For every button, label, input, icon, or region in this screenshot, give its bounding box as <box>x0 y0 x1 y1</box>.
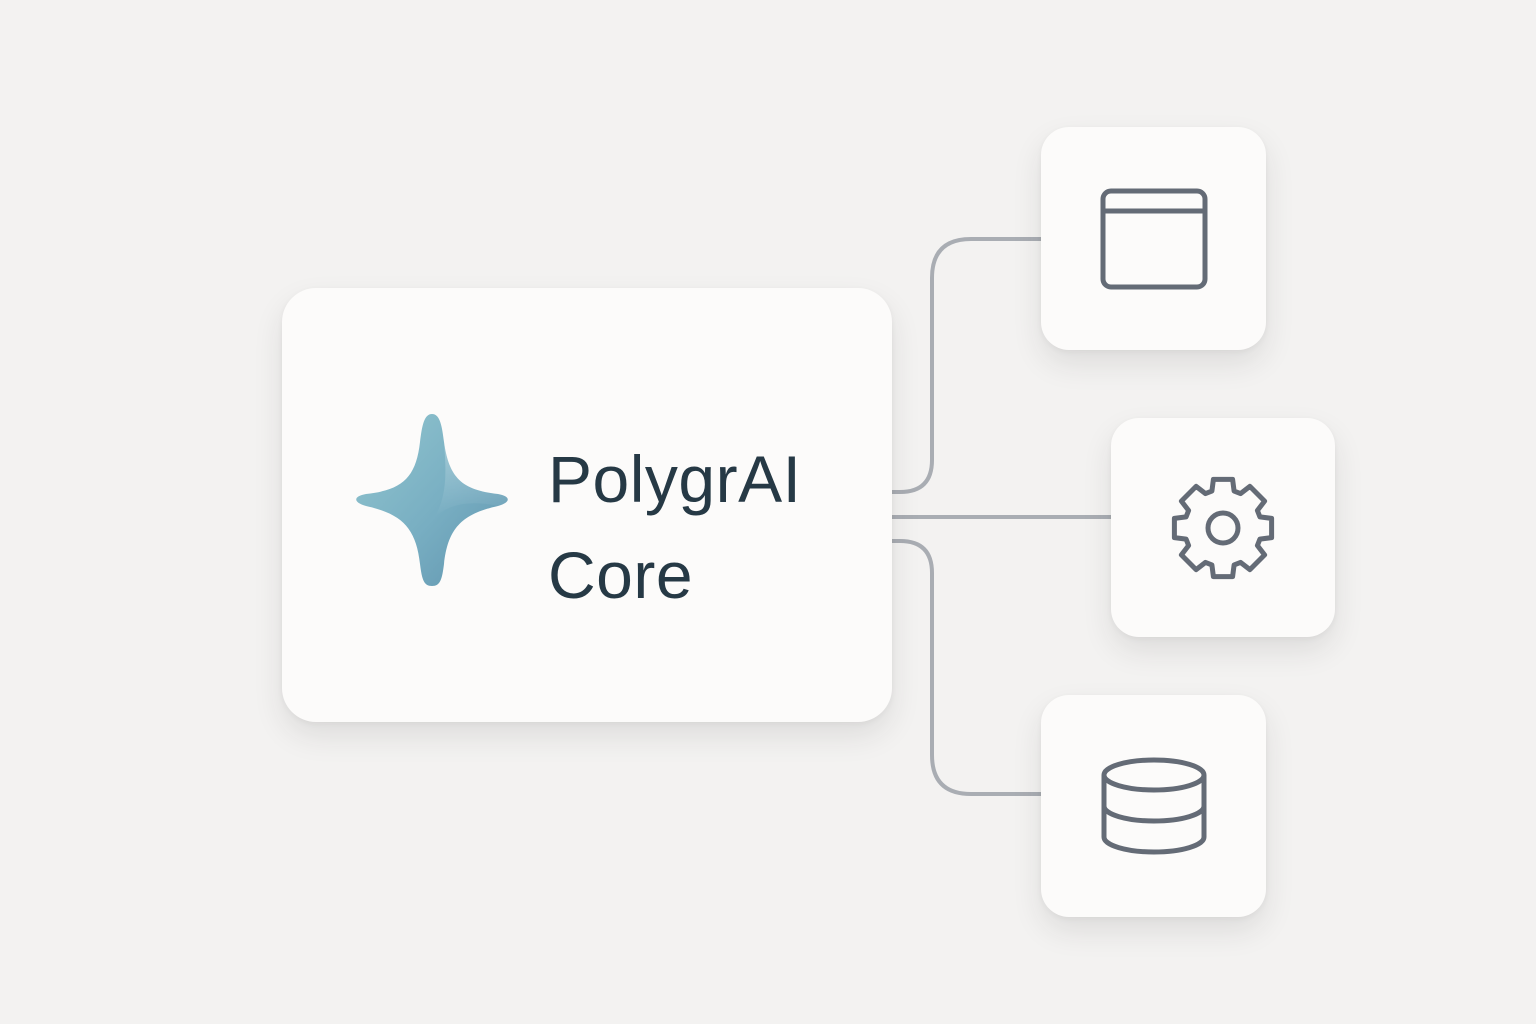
connector-to-database <box>890 539 1046 796</box>
node-window[interactable] <box>1041 127 1266 350</box>
database-icon <box>1101 757 1206 855</box>
core-title: PolygrAI Core <box>548 432 801 623</box>
four-point-star-icon <box>356 414 508 586</box>
core-title-line-2: Core <box>548 537 694 612</box>
gear-icon <box>1171 476 1275 579</box>
core-title-line-1: PolygrAI <box>548 442 802 516</box>
browser-window-icon <box>1100 188 1207 289</box>
connector-to-window <box>890 237 1046 494</box>
node-database[interactable] <box>1041 695 1266 917</box>
node-settings[interactable] <box>1111 418 1335 637</box>
